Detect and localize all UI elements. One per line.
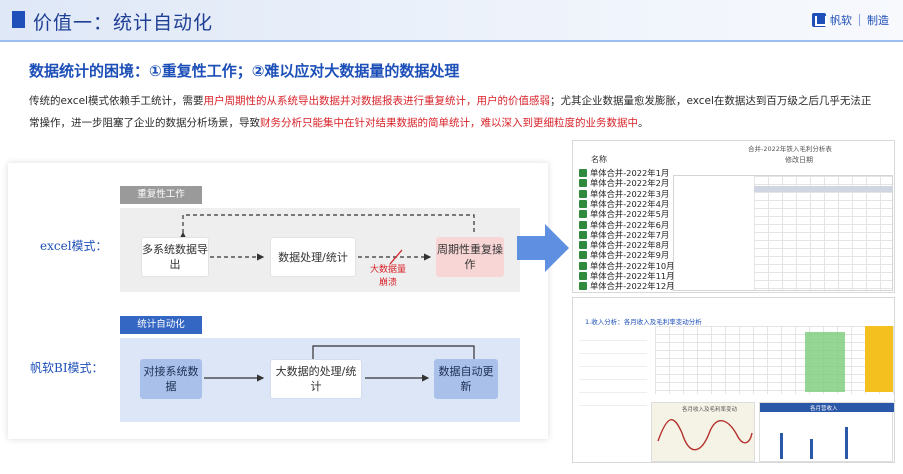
excel-file-name: 单体合并-2022年3月 bbox=[590, 188, 670, 199]
line-chart-svg bbox=[657, 419, 753, 451]
brand-logo: 帆软 制造 bbox=[812, 12, 889, 28]
step-auto-update: 数据自动更新 bbox=[434, 359, 498, 399]
excel-file-name: 单体合并-2022年9月 bbox=[590, 250, 670, 261]
excel-file-item[interactable]: 单体合并-2022年4月 bbox=[579, 198, 669, 210]
header-bar: 价值一：统计自动化 帆软 制造 bbox=[0, 0, 903, 40]
para-text-1: 传统的excel模式依赖手工统计，需要 bbox=[29, 95, 204, 107]
title-accent-mark bbox=[12, 11, 25, 28]
excel-file-icon bbox=[579, 241, 587, 250]
excel-file-name: 单体合并-2022年12月 bbox=[590, 281, 675, 292]
line-chart-preview: 各月收入及毛利率变动 bbox=[651, 402, 755, 462]
bi-mode-label: 帆软BI模式： bbox=[30, 361, 104, 375]
para-text-2: ；尤其企业数据量愈发膨胀，excel在数据达到百万级之后几乎无法正常操作，进一步… bbox=[29, 95, 872, 129]
excel-file-icon bbox=[579, 282, 587, 291]
excel-file-name: 单体合并-2022年1月 bbox=[590, 168, 670, 178]
excel-file-item[interactable]: 单体合并-2022年2月 bbox=[579, 177, 669, 189]
shot1-title: 合并-2022年铁入毛利分析表 bbox=[748, 145, 832, 153]
bar-3 bbox=[845, 427, 848, 459]
excel-file-name: 单体合并-2022年2月 bbox=[590, 178, 670, 189]
excel-file-item[interactable]: 单体合并-2022年3月 bbox=[579, 188, 669, 200]
para-text-3: 。 bbox=[638, 117, 649, 129]
bar-1 bbox=[780, 433, 783, 459]
brand-separator bbox=[859, 14, 860, 26]
excel-files-screenshot: 合并-2022年铁入毛利分析表 名称 修改日期 单体合并-2022年1月单体合并… bbox=[572, 140, 895, 293]
bar-2 bbox=[810, 439, 813, 459]
analysis-screenshot: 1.收入分析：各月收入及毛利率变动分析 各月收入及毛利率变动 各月营收入 bbox=[572, 297, 895, 463]
excel-file-item[interactable]: 单体合并-2022年10月 bbox=[579, 260, 674, 272]
bi-loop-arrow bbox=[309, 345, 475, 369]
excel-file-icon bbox=[579, 220, 587, 229]
excel-file-icon bbox=[579, 179, 587, 188]
repeat-work-tag: 重复性工作 bbox=[120, 186, 202, 204]
brand-logo-icon bbox=[812, 13, 827, 27]
analysis-table bbox=[655, 326, 894, 394]
excel-file-name: 单体合并-2022年11月 bbox=[590, 271, 675, 281]
excel-file-item[interactable]: 单体合并-2022年1月 bbox=[579, 167, 669, 179]
excel-file-icon bbox=[579, 261, 587, 270]
shot2-title: 1.收入分析：各月收入及毛利率变动分析 bbox=[585, 318, 702, 326]
step-bigdata-processing: 大数据的处理/统计 bbox=[270, 359, 362, 399]
sheet-grid bbox=[754, 176, 892, 290]
comparison-diagram: excel模式： 帆软BI模式： 重复性工作 统计自动化 多系统数据导出 数据处… bbox=[8, 163, 548, 439]
col-date-header: 修改日期 bbox=[785, 156, 813, 164]
excel-file-name: 单体合并-2022年8月 bbox=[590, 240, 670, 251]
page-title: 价值一：统计自动化 bbox=[33, 12, 214, 34]
excel-file-name: 单体合并-2022年6月 bbox=[590, 219, 670, 230]
para-highlight-2: 财务分析只能集中在针对结果数据的简单统计，难以深入到更细粒度的业务数据中 bbox=[260, 117, 638, 129]
excel-file-icon bbox=[579, 272, 587, 280]
excel-file-name: 单体合并-2022年5月 bbox=[590, 209, 670, 220]
bar-chart-preview: 各月营收入 bbox=[759, 402, 894, 462]
excel-file-name: 单体合并-2022年10月 bbox=[590, 260, 675, 271]
bar-chart-title: 各月营收入 bbox=[810, 406, 838, 412]
excel-file-icon bbox=[579, 251, 587, 260]
excel-file-icon bbox=[579, 199, 587, 208]
line-chart-title: 各月收入及毛利率变动 bbox=[682, 407, 738, 413]
excel-file-item[interactable]: 单体合并-2022年7月 bbox=[579, 229, 669, 241]
excel-file-item[interactable]: 单体合并-2022年11月 bbox=[579, 270, 674, 282]
crash-slash bbox=[389, 249, 403, 265]
step-connect-systems: 对接系统数据 bbox=[140, 359, 202, 399]
excel-file-icon bbox=[579, 189, 587, 198]
excel-file-item[interactable]: 单体合并-2022年8月 bbox=[579, 239, 669, 251]
step-process-data: 数据处理/统计 bbox=[270, 237, 356, 277]
analysis-grid bbox=[655, 326, 894, 394]
excel-file-icon bbox=[579, 169, 587, 177]
description-paragraph: 传统的excel模式依赖手工统计，需要用户周期性的从系统导出数据并对数据报表进行… bbox=[29, 90, 879, 134]
step-periodic-repeat: 周期性重复操作 bbox=[436, 237, 504, 277]
excel-file-icon bbox=[579, 230, 587, 239]
excel-file-item[interactable]: 单体合并-2022年12月 bbox=[579, 280, 674, 292]
feedback-loop-arrow bbox=[179, 214, 475, 239]
notes-column bbox=[579, 328, 647, 458]
brand-sub: 制造 bbox=[867, 14, 889, 27]
crash-note: 大数据量崩溃 bbox=[369, 265, 406, 288]
big-right-arrow-icon bbox=[517, 224, 569, 272]
green-column bbox=[805, 332, 845, 392]
step-export-data: 多系统数据导出 bbox=[141, 237, 209, 277]
excel-file-item[interactable]: 单体合并-2022年9月 bbox=[579, 249, 669, 261]
col-name-header: 名称 bbox=[591, 155, 607, 164]
yellow-column bbox=[865, 326, 893, 392]
excel-sheet-preview bbox=[673, 175, 893, 291]
section-heading: 数据统计的困境：①重复性工作；②难以应对大数据量的数据处理 bbox=[29, 62, 460, 80]
excel-file-item[interactable]: 单体合并-2022年5月 bbox=[579, 208, 669, 220]
bar-chart-header bbox=[760, 403, 894, 412]
automation-tag: 统计自动化 bbox=[120, 316, 202, 334]
brand-name: 帆软 bbox=[830, 14, 852, 27]
para-highlight-1: 用户周期性的从系统导出数据并对数据报表进行重复统计，用户的价值感弱 bbox=[203, 95, 550, 107]
header-divider bbox=[0, 40, 903, 42]
sheet-header-row bbox=[754, 186, 892, 192]
excel-file-icon bbox=[579, 210, 587, 219]
excel-file-name: 单体合并-2022年4月 bbox=[590, 198, 670, 209]
excel-mode-label: excel模式： bbox=[40, 239, 108, 253]
excel-file-item[interactable]: 单体合并-2022年6月 bbox=[579, 219, 669, 231]
diagram-connectors bbox=[179, 214, 475, 382]
excel-file-name: 单体合并-2022年7月 bbox=[590, 229, 670, 240]
